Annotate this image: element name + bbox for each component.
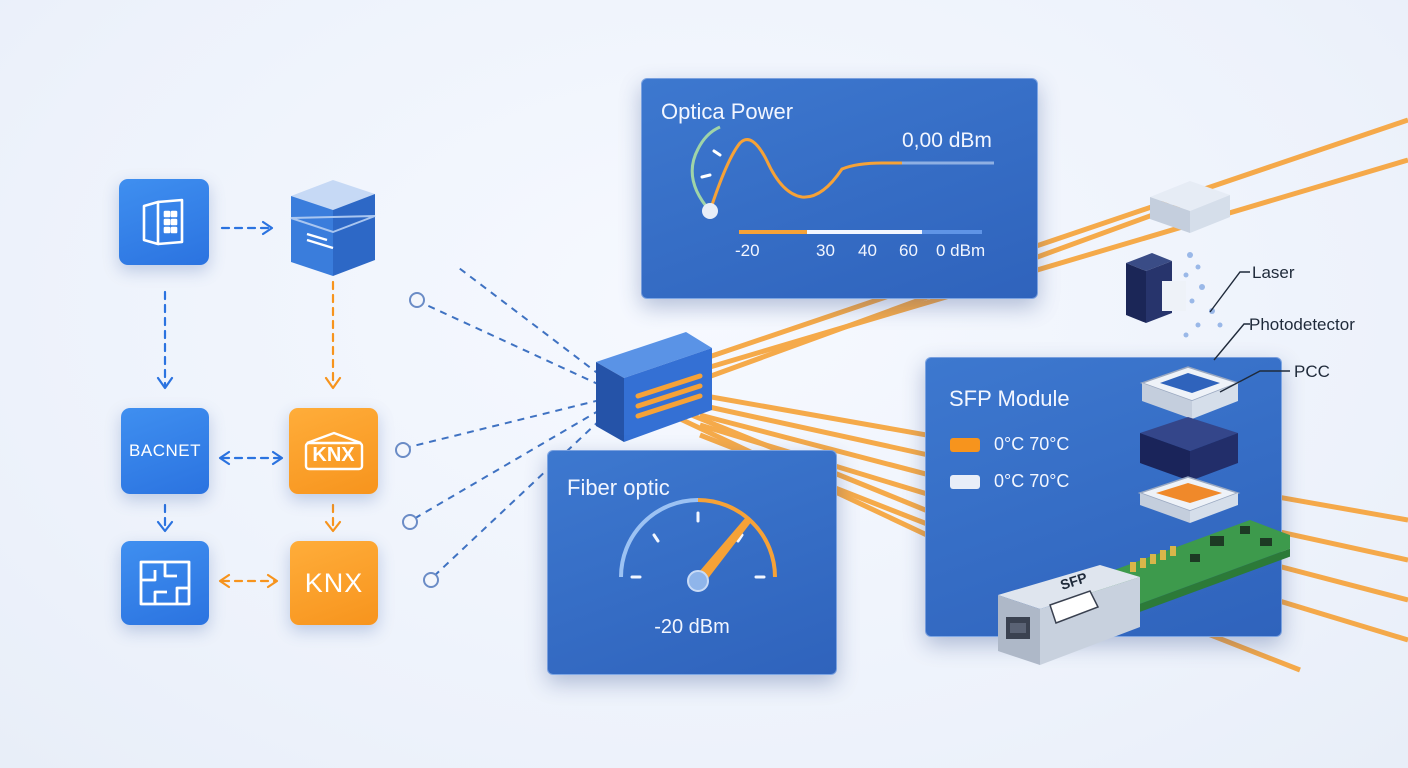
- optical-power-panel: Optica Power 0,00 dBm -20 30 40 60 0 dBm: [641, 78, 1038, 299]
- legend-swatch-white: [950, 475, 980, 489]
- flow-arrows: [163, 226, 335, 583]
- scale-label-3: 60: [899, 241, 918, 260]
- legend-swatch-orange: [950, 438, 980, 452]
- legend-label-white: 0°C 70°C: [994, 471, 1070, 491]
- fan-lines: [404, 264, 601, 579]
- laser-callout: Laser: [1252, 263, 1295, 282]
- server-stack-icon: [290, 180, 376, 276]
- laser-sparkles: [1183, 252, 1223, 338]
- fiber-connector: [596, 332, 712, 442]
- floorplan-tile[interactable]: [121, 541, 209, 625]
- sfp-module-title: SFP Module: [949, 386, 1070, 411]
- scale-label-1: 30: [816, 241, 835, 260]
- server-stack-3d: [287, 178, 379, 278]
- knx-logo-frame-icon: [304, 431, 363, 471]
- optical-power-value: 0,00 dBm: [902, 129, 992, 152]
- fan-line-endpoints: [395, 292, 439, 588]
- bacnet-label: BACNET: [129, 441, 201, 460]
- bacnet-tile[interactable]: BACNET: [121, 408, 209, 494]
- arrow-heads: [156, 220, 342, 589]
- scale-label-0: -20: [735, 241, 760, 260]
- optical-power-curve: [690, 125, 994, 234]
- scale-label-2: 40: [858, 241, 877, 260]
- knx-logo: KNX: [303, 431, 365, 471]
- fiber-optic-value: -20 dBm: [654, 616, 730, 638]
- building-device-tile[interactable]: [119, 179, 209, 265]
- optical-power-title: Optica Power: [661, 99, 794, 124]
- pcc-callout: PCC: [1294, 362, 1330, 381]
- knx-logo-tile[interactable]: KNX: [289, 408, 378, 494]
- chip-part: [1137, 476, 1241, 523]
- knx-label: KNX: [304, 567, 364, 598]
- sfp-exploded-view: [998, 181, 1290, 665]
- legend-label-orange: 0°C 70°C: [994, 434, 1070, 454]
- pcc-part: [1139, 366, 1241, 419]
- scale-label-4: 0 dBm: [936, 241, 986, 260]
- sfp-transceiver: [998, 565, 1140, 665]
- knx-tile[interactable]: KNX: [290, 541, 378, 625]
- heat-sink-part: [1150, 181, 1230, 233]
- fiber-optic-title: Fiber optic: [567, 475, 670, 500]
- photodetector-part: [1140, 417, 1238, 481]
- fiber-optic-gauge: [619, 498, 777, 592]
- fiber-optic-panel: Fiber optic -20 dBm: [547, 450, 837, 675]
- floorplan-icon: [139, 560, 191, 606]
- photodetector-callout: Photodetector: [1249, 315, 1355, 334]
- laser-part: [1126, 253, 1186, 323]
- building-icon: [142, 198, 184, 246]
- knx-logo-text: KNX: [312, 444, 355, 466]
